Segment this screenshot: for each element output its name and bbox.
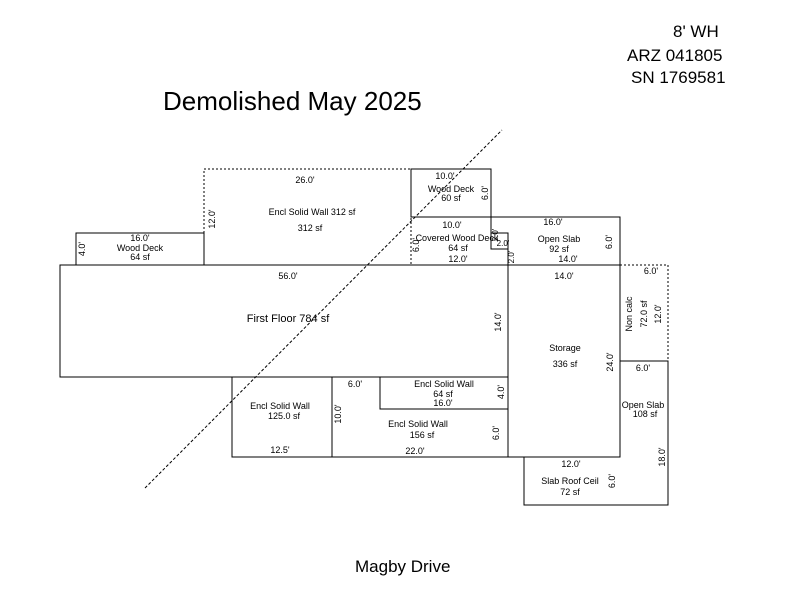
wood-deck-top-dim-right: 6.0'	[480, 186, 490, 201]
sn-number: SN 1769581	[631, 68, 726, 87]
slab-roof-name: Slab Roof Ceil	[541, 476, 599, 486]
open-slab-top-outline	[491, 216, 621, 265]
encl-mid-bottom-dim-right: 6.0'	[491, 426, 501, 441]
storage-dim-top: 14.0'	[554, 271, 574, 281]
encl-mid-bottom-name: Encl Solid Wall	[388, 419, 448, 429]
encl-left-dim-right: 10.0'	[333, 404, 343, 424]
non-calc-name: Non calc	[624, 296, 634, 332]
wood-deck-top-dim-top: 10.0'	[435, 171, 455, 181]
encl-left-dim-bottom: 12.5'	[270, 445, 290, 455]
encl-mid-bottom-dim-bottom: 22.0'	[405, 446, 425, 456]
open-slab-right-dim-top: 6.0'	[636, 363, 651, 373]
open-slab-top-area: 92 sf	[549, 244, 569, 254]
non-calc-area: 72.0 sf	[639, 300, 649, 328]
first-floor-label: First Floor 784 sf	[247, 313, 330, 325]
street-label: Magby Drive	[355, 557, 451, 576]
non-calc-dim-top: 6.0'	[644, 266, 659, 276]
storage-area: 336 sf	[553, 359, 578, 369]
encl-mid-top-dim-top: 6.0'	[348, 379, 363, 389]
first-floor-dim-top: 56.0'	[278, 271, 298, 281]
encl-upper-area: 312 sf	[298, 223, 323, 233]
non-calc-outline	[620, 264, 669, 361]
covered-deck-dim-left: 6.0'	[411, 238, 421, 253]
covered-deck-notch-dim-v2: 2.0'	[507, 250, 516, 263]
covered-deck-notch-dim-v: 2.0'	[491, 228, 500, 241]
wood-deck-left-dim-top: 16.0'	[130, 233, 150, 243]
open-slab-right-dim-right: 18.0'	[657, 447, 667, 467]
encl-mid-bottom-area: 156 sf	[410, 430, 435, 440]
slab-roof-outline	[523, 457, 620, 506]
encl-left-area: 125.0 sf	[268, 411, 301, 421]
encl-mid-top-name: Encl Solid Wall	[414, 379, 474, 389]
covered-deck-name: Covered Wood Deck	[416, 233, 499, 243]
wall-height-label: 8' WH	[673, 22, 719, 41]
encl-mid-top-outline	[379, 377, 508, 410]
encl-mid-top-dim-bottom: 16.0'	[433, 398, 453, 408]
storage-dim-right: 24.0'	[605, 352, 615, 372]
covered-deck-notch-dim-h: 2.0'	[497, 239, 510, 248]
encl-mid-top-dim-right: 4.0'	[496, 385, 506, 400]
non-calc-dim-right: 12.0'	[653, 304, 663, 324]
first-floor-dim-right: 14.0'	[493, 312, 503, 332]
encl-left-outline	[231, 376, 333, 458]
arz-number: ARZ 041805	[627, 46, 723, 65]
wood-deck-top-name: Wood Deck	[428, 184, 475, 194]
slab-roof-dim-top: 12.0'	[561, 459, 581, 469]
wood-deck-left-area: 64 sf	[130, 252, 150, 262]
covered-deck-notch	[490, 233, 508, 250]
encl-left-name: Encl Solid Wall	[250, 401, 310, 411]
sketch-title: Demolished May 2025	[163, 86, 422, 116]
open-slab-right-area: 108 sf	[633, 409, 658, 419]
open-slab-right-outline	[620, 360, 669, 506]
covered-deck-area: 64 sf	[448, 243, 468, 253]
open-slab-top-dim-right: 6.0'	[604, 235, 614, 250]
wood-deck-top-area: 60 sf	[441, 193, 461, 203]
slab-roof-area: 72 sf	[560, 487, 580, 497]
open-slab-top-name: Open Slab	[538, 234, 581, 244]
open-slab-top-dim-top: 16.0'	[543, 217, 563, 227]
covered-deck-dim-bottom: 12.0'	[448, 254, 468, 264]
encl-upper-label: Encl Solid Wall 312 sf	[269, 207, 356, 217]
slab-roof-dim-right: 6.0'	[607, 474, 617, 489]
open-slab-right-name: Open Slab	[622, 400, 665, 410]
encl-upper-outline	[203, 168, 412, 265]
storage-name: Storage	[549, 343, 581, 353]
encl-upper-dim-left: 12.0'	[207, 209, 217, 229]
wood-deck-left-name: Wood Deck	[117, 243, 164, 253]
demolition-strike-line	[144, 129, 503, 489]
wood-deck-left-dim-left: 4.0'	[77, 242, 87, 257]
covered-deck-dim-top: 10.0'	[442, 220, 462, 230]
open-slab-top-dim-bottom: 14.0'	[558, 254, 578, 264]
wood-deck-left-outline	[75, 232, 205, 266]
encl-upper-dim-top: 26.0'	[295, 175, 315, 185]
encl-mid-top-area: 64 sf	[433, 389, 453, 399]
